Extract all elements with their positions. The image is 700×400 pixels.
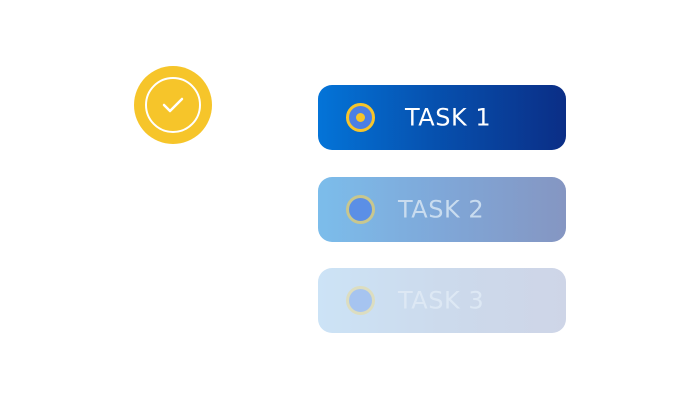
radio-icon[interactable] [346, 286, 375, 315]
task-item-2[interactable]: TASK 2 [318, 177, 566, 242]
task-label: TASK 1 [405, 102, 492, 131]
task-label: TASK 3 [398, 285, 485, 314]
task-item-3[interactable]: TASK 3 [318, 268, 566, 333]
radio-selected-icon[interactable] [346, 103, 375, 132]
check-badge [134, 66, 212, 144]
checkmark-icon [162, 97, 184, 113]
check-circle-icon [145, 77, 201, 133]
radio-dot [356, 113, 365, 122]
radio-icon[interactable] [346, 195, 375, 224]
task-label: TASK 2 [398, 194, 485, 223]
task-item-1[interactable]: TASK 1 [318, 85, 566, 150]
